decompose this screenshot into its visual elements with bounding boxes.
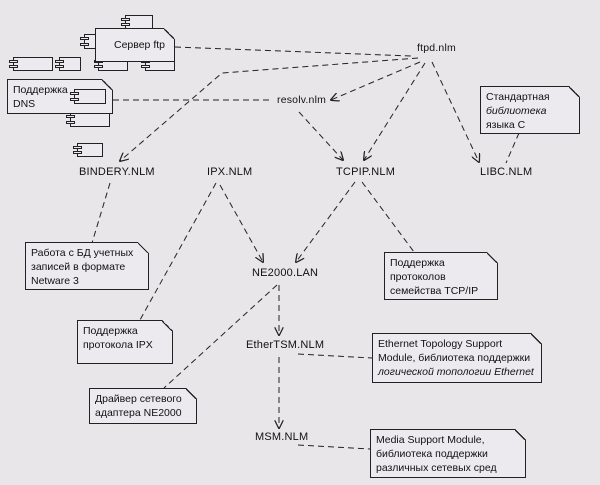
dep-ftpd-tcpip <box>364 62 426 160</box>
note-ipx: Поддержка протокола IPX <box>77 320 173 364</box>
node-msm: MSM.NLM <box>255 431 309 443</box>
note-line: Поддержка <box>390 257 445 269</box>
component-icon <box>70 89 106 104</box>
node-resolv: resolv.nlm <box>277 94 327 106</box>
note-line: Поддержка <box>83 325 138 337</box>
dep-tcpip-ne2000 <box>296 181 356 262</box>
note-line: Поддержка <box>13 84 68 96</box>
note-ftp-server: Сервер ftp <box>95 28 175 62</box>
note-line: логической топологии Ethernet <box>378 366 534 378</box>
note-ne2000: Драйвер сетевого адаптера NE2000 <box>89 388 197 424</box>
note-line: протокола IPX <box>83 339 153 351</box>
note-line: DNS <box>13 98 36 110</box>
node-ne2000: NE2000.LAN <box>252 267 319 279</box>
note-line: Драйвер сетевого <box>95 393 182 405</box>
dep-resolv-tcpip <box>298 111 343 160</box>
component-icon <box>9 57 53 71</box>
note-bindery: Работа с БД учетных записей в формате Ne… <box>25 242 149 290</box>
node-bindery: BINDERY.NLM <box>79 166 155 178</box>
node-ftpd: ftpd.nlm <box>417 42 456 54</box>
node-tcpip: TCPIP.NLM <box>336 166 396 178</box>
note-line: языка С <box>486 119 526 131</box>
note-line: различных сетевых сред <box>376 462 497 474</box>
note-msm: Media Support Module, библиотека поддерж… <box>370 429 526 478</box>
dep-ipx-ne2000 <box>219 184 263 262</box>
link-libc-note <box>505 132 520 164</box>
note-line: Сервер ftp <box>114 39 165 51</box>
link-tcpip-note <box>361 181 415 253</box>
note-line: протоколов <box>390 271 446 283</box>
note-ethertsm: Ethernet Topology Support Module, библио… <box>372 333 542 383</box>
note-line: Работа с БД учетных <box>31 247 134 259</box>
note-line: Ethernet Topology Support <box>378 338 503 350</box>
link-bindery-note <box>91 182 111 244</box>
dep-ftpd-resolv <box>331 61 421 100</box>
note-line: библиотека поддержки <box>376 448 488 460</box>
component-icon <box>73 143 103 157</box>
link-ne2000-note <box>163 284 278 389</box>
node-ipx: IPX.NLM <box>207 166 253 178</box>
note-libc: Стандартная библиотека языка С <box>480 86 580 134</box>
dep-ftpd-libc <box>431 61 479 162</box>
component-icon <box>55 57 81 71</box>
note-line: Module, библиотека поддержки <box>378 352 531 364</box>
note-tcpip: Поддержка протоколов семейства TCP/IP <box>384 252 498 300</box>
dep-ftpd-bindery <box>120 57 419 161</box>
note-line: библиотека <box>486 105 547 117</box>
component-icon <box>121 15 153 29</box>
node-libc: LIBC.NLM <box>480 166 533 178</box>
note-line: записей в формате <box>31 261 126 273</box>
node-ethertsm: EtherTSM.NLM <box>246 339 325 351</box>
link-ipx-note <box>139 182 217 321</box>
note-line: Стандартная <box>486 91 550 103</box>
note-line: семейства TCP/IP <box>390 285 479 297</box>
link-msm-note <box>297 444 371 450</box>
component-icon <box>66 112 110 127</box>
link-ftp-note <box>174 46 413 57</box>
note-line: Netware 3 <box>31 275 79 287</box>
link-ethertsm-note <box>297 353 373 359</box>
note-line: адаптера NE2000 <box>95 407 182 419</box>
note-line: Media Support Module, <box>376 434 485 446</box>
